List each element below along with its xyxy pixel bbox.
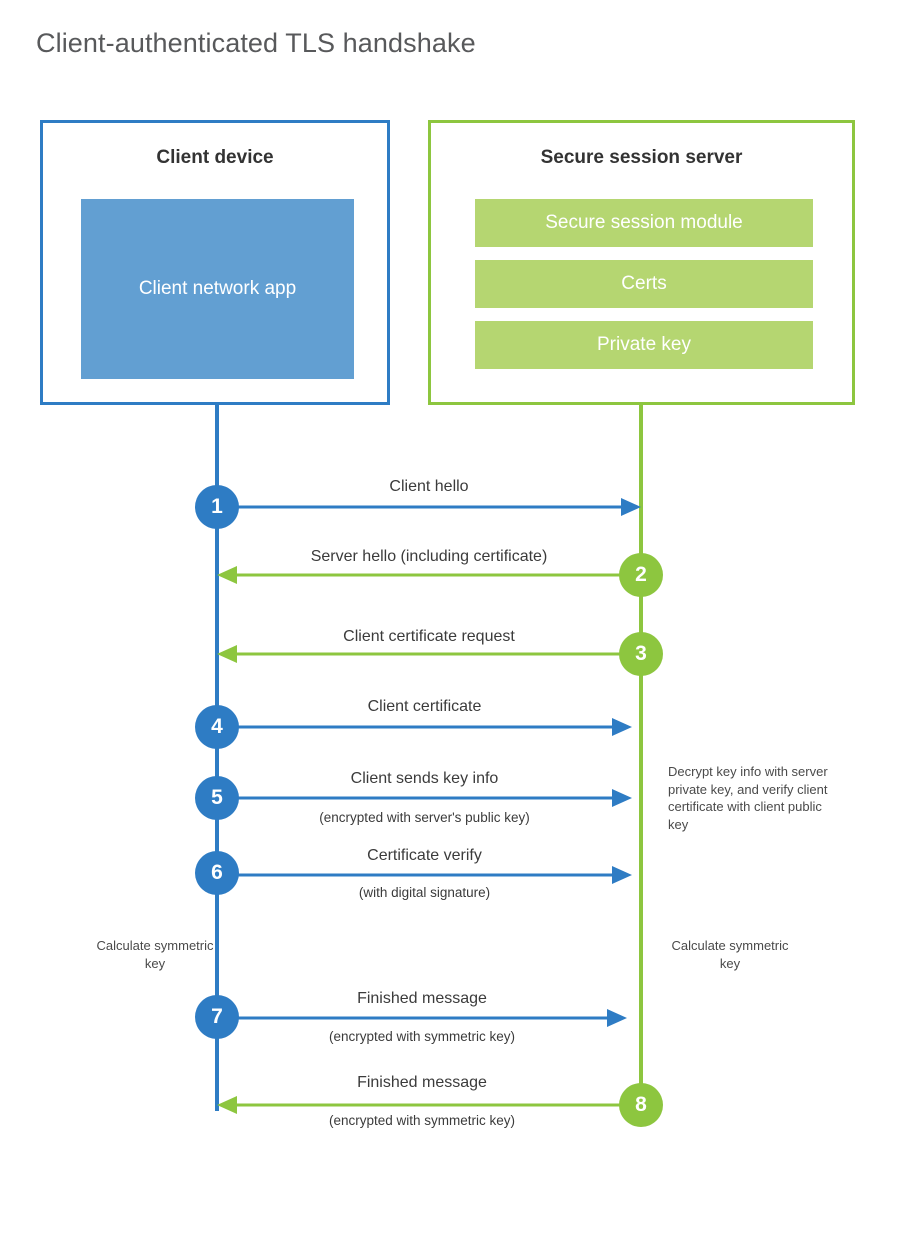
client-device-box: Client device Client network app (40, 120, 390, 405)
step-circle-2: 2 (619, 553, 663, 597)
step-circle-4: 4 (195, 705, 239, 749)
step-3-arrow (217, 643, 641, 665)
step-2-label: Server hello (including certificate) (310, 548, 548, 565)
step-1-arrow (217, 496, 641, 518)
server-modules-list: Secure session module Certs Private key (475, 199, 813, 382)
secure-session-server-box: Secure session server Secure session mod… (428, 120, 855, 405)
server-module-certs: Certs (475, 260, 813, 308)
client-calculate-symmetric-key-note: Calculate symmetric key (96, 938, 214, 971)
step-6-label: Certificate verify (367, 847, 482, 864)
step-circle-5: 5 (195, 776, 239, 820)
step-2-arrow (217, 564, 641, 586)
step-7-arrow (217, 1007, 627, 1029)
step-circle-6: 6 (195, 851, 239, 895)
step-6-arrow (217, 864, 632, 886)
step-8-label: Finished message (357, 1074, 487, 1091)
server-module-secure-session: Secure session module (475, 199, 813, 247)
step-6-sublabel: (with digital signature) (358, 885, 491, 900)
step-circle-8: 8 (619, 1083, 663, 1127)
step-5-label: Client sends key info (350, 770, 499, 787)
step-8-sublabel: (encrypted with symmetric key) (328, 1113, 516, 1128)
step-7-sublabel: (encrypted with symmetric key) (328, 1029, 516, 1044)
step-circle-7: 7 (195, 995, 239, 1039)
secure-session-server-title: Secure session server (540, 147, 743, 168)
step-circle-3: 3 (619, 632, 663, 676)
step-8-arrow (217, 1094, 627, 1116)
step-1-label: Client hello (389, 478, 469, 495)
step-5-arrow (217, 787, 632, 809)
step-5-sublabel: (encrypted with server's public key) (319, 810, 530, 825)
server-module-private-key: Private key (475, 321, 813, 369)
server-decrypt-note: Decrypt key info with server private key… (668, 764, 828, 832)
step-4-arrow (217, 716, 632, 738)
step-circle-1: 1 (195, 485, 239, 529)
step-4-label: Client certificate (367, 698, 482, 715)
client-lifeline (215, 405, 219, 1111)
client-network-app-block: Client network app (81, 199, 354, 379)
page-title: Client-authenticated TLS handshake (36, 28, 476, 58)
server-lifeline (639, 405, 643, 1105)
server-calculate-symmetric-key-note: Calculate symmetric key (671, 938, 789, 971)
step-3-label: Client certificate request (343, 628, 515, 645)
client-device-title: Client device (156, 147, 274, 168)
step-7-label: Finished message (357, 990, 487, 1007)
